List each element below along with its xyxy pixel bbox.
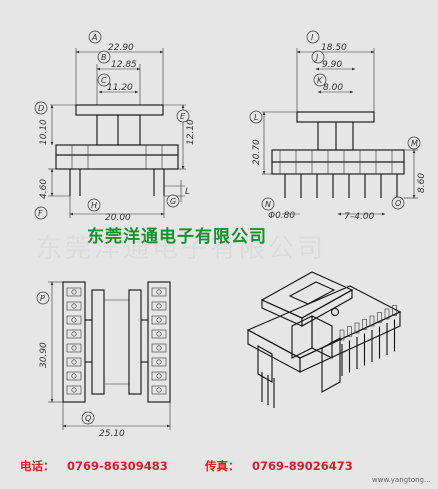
label-F: F <box>38 209 43 218</box>
label-N-circle <box>261 197 275 211</box>
label-Q: Q <box>85 414 91 423</box>
label-M: M <box>411 139 418 148</box>
dim-O-value: 7–4.00 <box>344 212 375 222</box>
dim-N-value: Φ0.80 <box>268 211 295 221</box>
isometric-view <box>246 271 402 408</box>
label-E: E <box>180 112 186 121</box>
label-H: H <box>91 201 97 210</box>
dim-H-value: 20.00 <box>105 213 131 223</box>
phone-number: 0769-86309483 <box>67 459 168 473</box>
label-O-circle <box>391 196 405 210</box>
label-M-circle <box>407 136 421 150</box>
dim-M-value: 8.60 <box>417 173 427 193</box>
label-B: B <box>101 53 107 62</box>
dim-K-value: 8.00 <box>323 83 343 93</box>
contact-line: 电话： 0769-86309483 传真： 0769-89026473 <box>20 459 353 473</box>
label-O: O <box>395 199 401 208</box>
fax-number: 0769-89026473 <box>252 459 353 473</box>
label-Q-circle <box>81 411 95 425</box>
label-G: G <box>170 197 176 206</box>
label-C: C <box>101 76 107 85</box>
dim-L2-value: 20.70 <box>252 139 262 165</box>
label-E-circle <box>176 109 190 123</box>
label-I-circle <box>306 30 320 44</box>
dim-F-value: 4.60 <box>39 179 49 199</box>
fax-label: 传真： <box>204 459 240 473</box>
dim-L-value: L <box>185 187 190 197</box>
dim-I-value: 18.50 <box>321 43 347 53</box>
footer-text: www.yangtong... <box>372 476 431 484</box>
phone-label: 电话： <box>20 459 55 473</box>
label-C-circle <box>97 73 111 87</box>
dim-B-value: 12.85 <box>111 60 137 70</box>
label-H-circle <box>87 198 101 212</box>
label-L: L <box>254 113 258 122</box>
label-K: K <box>317 76 323 85</box>
dim-C-value: 11.20 <box>107 83 133 93</box>
top-view: 30.90 P 25.10 Q <box>36 281 171 439</box>
dim-E-value: 12.10 <box>186 119 196 145</box>
label-J: J <box>314 53 319 62</box>
dim-D-value: 10.10 <box>39 119 49 145</box>
label-G-circle <box>166 194 180 208</box>
label-I: I <box>311 33 314 42</box>
label-P-circle <box>36 291 50 305</box>
watermark-text: 东莞洋通电子有限公司 <box>36 234 326 264</box>
dim-J-value: 9.90 <box>322 60 342 70</box>
label-K-circle <box>313 73 327 87</box>
label-J-circle <box>311 50 325 64</box>
dim-P-value: 30.90 <box>39 342 49 368</box>
label-B-circle <box>97 50 111 64</box>
label-P: P <box>40 294 45 303</box>
company-name: 东莞洋通电子有限公司 <box>87 226 267 247</box>
label-D: D <box>38 104 44 113</box>
dim-Q-value: 25.10 <box>99 429 125 439</box>
label-F-circle <box>34 206 48 220</box>
label-D-circle <box>34 101 48 115</box>
label-N: N <box>265 200 271 209</box>
label-A-circle <box>88 30 102 44</box>
label-A: A <box>91 33 97 42</box>
front-view: 22.90 A 12.85 B 11.20 C 10.10 D <box>34 30 196 223</box>
side-view: 18.50 I 9.90 J 8.00 K 20.70 L 8.60 M <box>249 30 427 222</box>
label-L-circle <box>249 110 263 124</box>
dim-A-value: 22.90 <box>108 43 134 53</box>
